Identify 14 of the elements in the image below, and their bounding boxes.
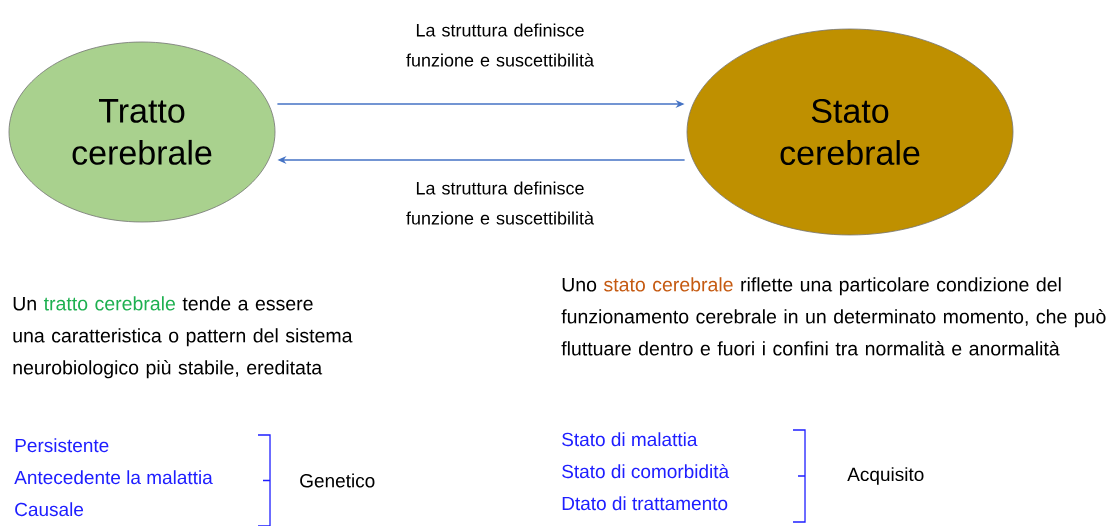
ellipse-node: Tratto cerebrale: [8, 41, 276, 223]
group-label: Genetico: [300, 473, 375, 488]
list-item: Dtato di trattamento: [562, 496, 728, 511]
description-paragraph: Un tratto cerebrale tende a essere una caratteristica o pattern del sistema neurobiologico più stabile, ereditata: [13, 296, 353, 379]
list-item: Causale: [15, 502, 84, 517]
edge-label: La struttura definisce funzione e suscettibilità: [406, 23, 594, 67]
list-item: Stato di comorbidità: [562, 464, 730, 479]
list-item: Persistente: [15, 438, 109, 453]
list-item: Stato di malattia: [562, 432, 698, 447]
ellipse-node: Stato cerebrale: [686, 28, 1014, 236]
edge-label: La struttura definisce funzione e suscettibilità: [406, 181, 594, 225]
description-paragraph: Uno stato cerebrale riflette una particolare condizione del funzionamento cerebrale in un determinato momento, che può fluttuare dentro e fuori i confini tra normalità e anormalità: [561, 277, 1106, 356]
group-label: Acquisito: [847, 467, 924, 485]
list-item: Antecedente la malattia: [14, 470, 213, 485]
